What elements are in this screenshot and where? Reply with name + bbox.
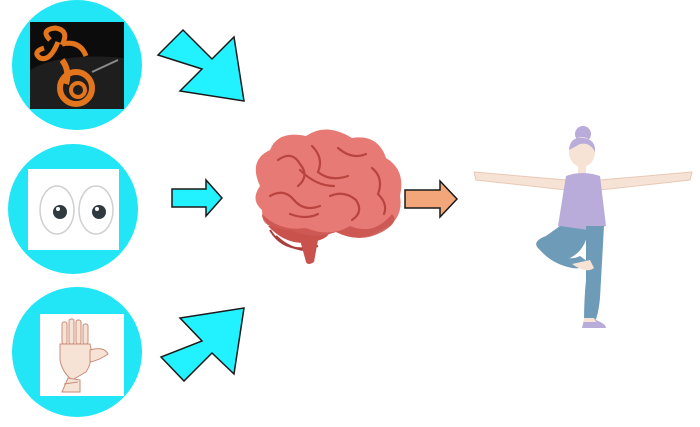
- inner-ear-vestibular-icon: [30, 22, 124, 109]
- arrow-eyes-to-brain: [171, 178, 224, 218]
- inner-ear-node: [12, 0, 142, 130]
- balancing-woman-icon: [473, 126, 693, 328]
- eyes-node: [8, 144, 138, 274]
- hand-node: [12, 287, 142, 417]
- arrow-hand-to-brain: [159, 307, 245, 383]
- arrow-ear-to-brain: [156, 28, 245, 102]
- hand-proprioception-icon: [40, 314, 124, 396]
- eyes-vision-icon: [28, 169, 119, 250]
- brain-icon: [255, 129, 402, 264]
- arrow-brain-to-balance: [404, 179, 459, 219]
